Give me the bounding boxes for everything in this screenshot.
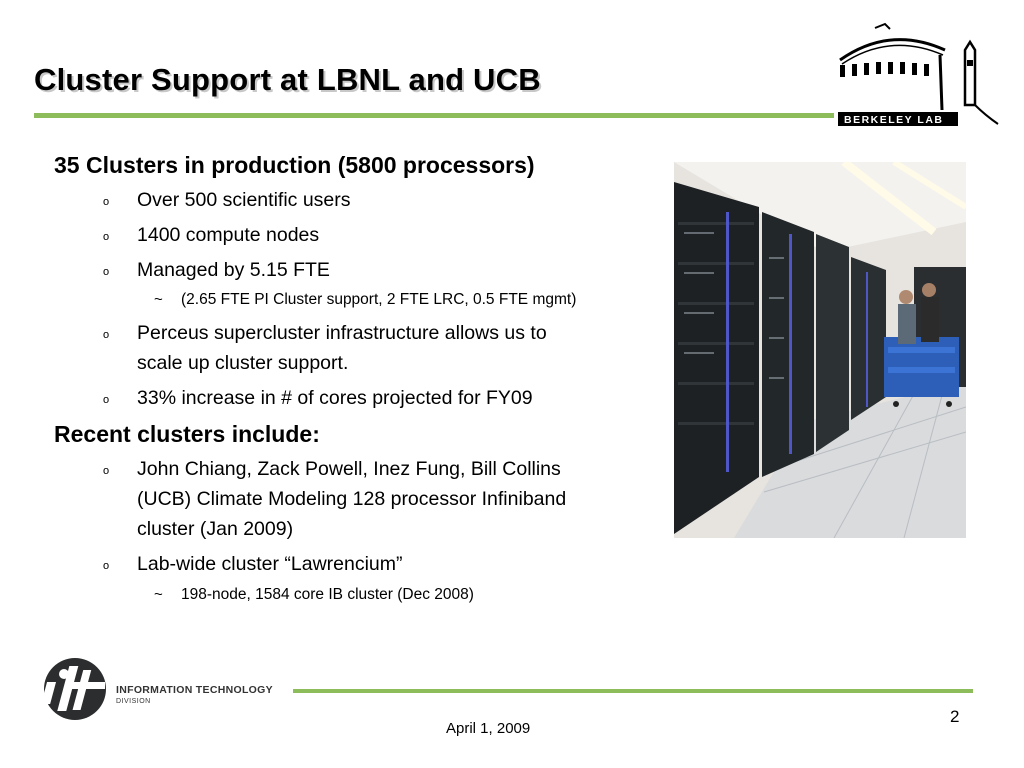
sub-bullet-marker: ~ [154, 291, 163, 308]
bullet-text-line: scale up cluster support. [137, 352, 349, 374]
sub-bullet-item: ~ (2.65 FTE PI Cluster support, 2 FTE LR… [54, 287, 664, 313]
sub-bullet-marker: ~ [154, 586, 163, 603]
footer-divider [293, 689, 973, 693]
bullet-text: Lab-wide cluster “Lawrencium” [137, 553, 403, 575]
bullet-marker: o [103, 465, 110, 477]
page-number: 2 [950, 707, 960, 726]
sub-bullet-item: ~ 198-node, 1584 core IB cluster (Dec 20… [54, 582, 664, 608]
bullet-item: o John Chiang, Zack Powell, Inez Fung, B… [54, 454, 664, 544]
bullet-marker: o [103, 266, 110, 278]
bullet-marker: o [103, 231, 110, 243]
bullet-text-line: John Chiang, Zack Powell, Inez Fung, Bil… [137, 458, 561, 480]
bullet-text: Managed by 5.15 FTE [137, 259, 330, 281]
slide-title: Cluster Support at LBNL and UCB [34, 62, 541, 97]
bullet-text: Over 500 scientific users [137, 189, 351, 211]
it-division-logo-line1: INFORMATION TECHNOLOGY [116, 684, 273, 696]
bullet-text-line: (UCB) Climate Modeling 128 processor Inf… [137, 488, 567, 510]
slide-date: April 1, 2009 [446, 720, 531, 737]
server-room-photo [674, 162, 966, 538]
bullet-item: o 33% increase in # of cores projected f… [54, 383, 664, 413]
bullet-list: 35 Clusters in production (5800 processo… [54, 150, 664, 608]
bullet-item: o Lab-wide cluster “Lawrencium” [54, 549, 664, 579]
bullet-heading-recent: Recent clusters include: [54, 421, 320, 447]
it-division-logo-line2: DIVISION [116, 698, 151, 705]
bullet-text: 1400 compute nodes [137, 224, 320, 246]
bullet-item: o 1400 compute nodes [54, 220, 664, 250]
it-division-logo: INFORMATION TECHNOLOGY DIVISION [42, 658, 273, 720]
bullet-item: o Perceus supercluster infrastructure al… [54, 318, 664, 378]
bullet-heading-clusters: 35 Clusters in production (5800 processo… [54, 152, 535, 178]
bullet-marker: o [103, 560, 110, 572]
bullet-text-line: cluster (Jan 2009) [137, 518, 294, 540]
berkeley-lab-logo-text: BERKELEY LAB [844, 114, 943, 126]
bullet-text: 33% increase in # of cores projected for… [137, 387, 533, 409]
bullet-item: o Managed by 5.15 FTE [54, 255, 664, 285]
title-divider [34, 113, 834, 118]
bullet-marker: o [103, 329, 110, 341]
bullet-marker: o [103, 394, 110, 406]
berkeley-lab-logo: BERKELEY LAB [838, 22, 999, 126]
bullet-marker: o [103, 196, 110, 208]
bullet-item: o Over 500 scientific users [54, 185, 664, 215]
bullet-text-line: Perceus supercluster infrastructure allo… [137, 322, 547, 344]
sub-bullet-text: (2.65 FTE PI Cluster support, 2 FTE LRC,… [181, 291, 577, 308]
sub-bullet-text: 198-node, 1584 core IB cluster (Dec 2008… [181, 586, 474, 603]
